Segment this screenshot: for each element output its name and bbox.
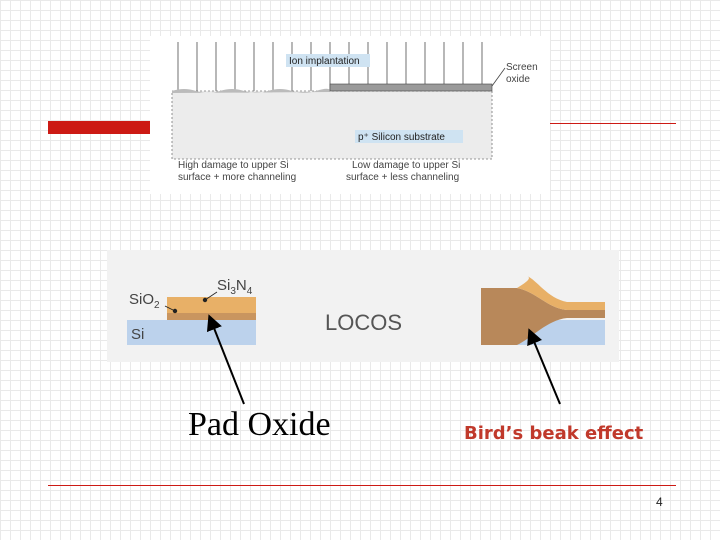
silicon-substrate xyxy=(171,90,493,160)
screen-oxide-label-line2: oxide xyxy=(506,74,530,85)
si-substrate-left xyxy=(127,320,256,345)
si3n4-pointer-line xyxy=(204,291,218,301)
page-number: 4 xyxy=(656,495,663,509)
substrate-label: p⁺ Silicon substrate xyxy=(358,132,445,143)
screen-oxide-label-line1: Screen xyxy=(506,62,538,73)
field-oxide-beak xyxy=(481,288,605,345)
substrate-label-box xyxy=(355,130,463,143)
sio2-pointer-dot xyxy=(172,308,178,314)
sio2-label: SiO2 xyxy=(129,291,160,311)
nitride-layer xyxy=(202,297,256,313)
pad-oxide-arrow xyxy=(206,314,245,405)
ion-implantation-label-box xyxy=(286,54,370,67)
si-label: Si xyxy=(131,326,144,343)
ion-implantation-figure: Ion implantation Screen oxide p⁺ Silicon… xyxy=(150,36,550,194)
si3n4-label: Si3N4 xyxy=(217,277,253,297)
ion-implantation-diagram: Ion implantation Screen oxide p⁺ Silicon… xyxy=(150,36,550,194)
sio2-pointer-line xyxy=(164,305,176,312)
lifted-nitride xyxy=(481,276,605,310)
low-damage-label-line2: surface + less channeling xyxy=(346,172,459,183)
accent-red-line-bottom xyxy=(48,485,676,486)
high-damage-label-line2: surface + more channeling xyxy=(178,172,296,183)
high-damage-label-line1: High damage to upper Si xyxy=(178,160,289,171)
accent-red-bar xyxy=(48,121,176,134)
screen-oxide-pointer xyxy=(491,67,506,87)
low-damage-label-line1: Low damage to upper Si xyxy=(352,160,460,171)
birds-beak-arrow xyxy=(527,328,561,405)
damaged-surface xyxy=(172,88,330,93)
pad-oxide-label: Pad Oxide xyxy=(188,406,331,443)
locos-label: LOCOS xyxy=(325,310,402,335)
ion-implantation-label: Ion implantation xyxy=(289,56,360,67)
birds-beak-label: Bird’s beak effect xyxy=(464,423,644,444)
screen-oxide-layer xyxy=(329,83,493,92)
